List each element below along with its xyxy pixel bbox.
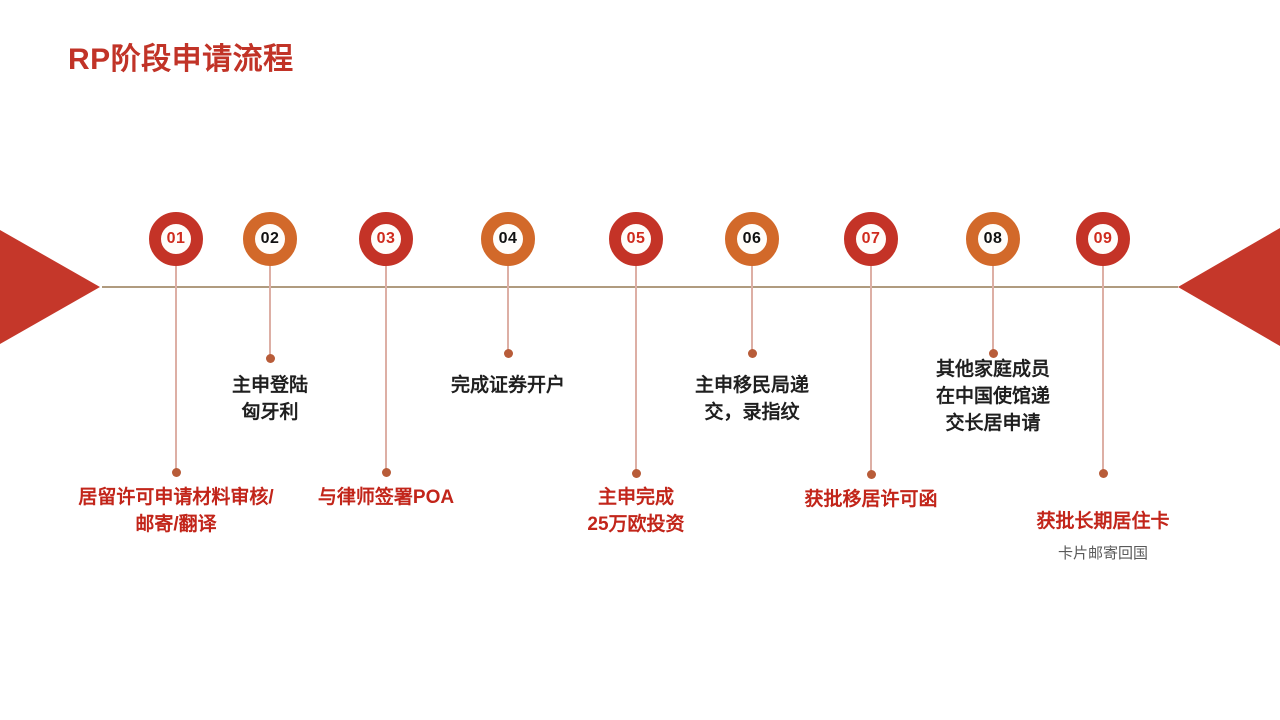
connector-line: [175, 266, 177, 472]
timeline-axis: [102, 286, 1178, 288]
step-label: 主申完成 25万欧投资: [587, 487, 685, 535]
connector-dot-icon: [1098, 468, 1108, 478]
connector-dot-icon: [988, 348, 998, 358]
step-label: 与律师签署POA: [317, 487, 455, 508]
connector-line: [1102, 266, 1104, 473]
step-label: 获批长期居住卡: [1036, 511, 1170, 532]
connector-dot-icon: [171, 467, 181, 477]
step-number: 06: [742, 230, 762, 247]
step-label: 完成证券开户: [450, 375, 565, 396]
connector-dot-icon: [747, 348, 757, 358]
step-number: 01: [166, 230, 186, 247]
page-title: RP阶段申请流程: [68, 43, 294, 76]
connector-line: [385, 266, 387, 472]
step-label: 其他家庭成员 在中国使馆递 交长居申请: [935, 359, 1050, 434]
step-label: 主申移民局递 交，录指纹: [694, 375, 809, 423]
connector-dot-icon: [381, 467, 391, 477]
step-label: 居留许可申请材料审核/ 邮寄/翻译: [78, 487, 274, 535]
step-label: 获批移居许可函: [804, 489, 938, 510]
connector-line: [992, 266, 994, 353]
connector-line: [870, 266, 872, 474]
step-number: 04: [498, 230, 518, 247]
step-number: 03: [376, 230, 396, 247]
step-number: 02: [260, 230, 280, 247]
connector-dot-icon: [866, 469, 876, 479]
timeline-arrow-right-icon: [1178, 228, 1280, 346]
step-badge: 06: [725, 212, 779, 266]
step-number: 08: [983, 230, 1003, 247]
step-badge: 04: [481, 212, 535, 266]
connector-line: [751, 266, 753, 353]
step-number: 09: [1093, 230, 1113, 247]
step-badge: 05: [609, 212, 663, 266]
connector-line: [269, 266, 271, 358]
timeline-arrow-left-icon: [0, 230, 100, 344]
step-badge: 08: [966, 212, 1020, 266]
connector-line: [635, 266, 637, 473]
step-number: 05: [626, 230, 646, 247]
step-sublabel: 卡片邮寄回国: [1057, 545, 1148, 562]
step-badge: 02: [243, 212, 297, 266]
connector-dot-icon: [503, 348, 513, 358]
step-number: 07: [861, 230, 881, 247]
step-badge: 07: [844, 212, 898, 266]
connector-line: [507, 266, 509, 353]
step-badge: 09: [1076, 212, 1130, 266]
step-label: 主申登陆 匈牙利: [231, 375, 308, 423]
connector-dot-icon: [631, 468, 641, 478]
step-badge: 03: [359, 212, 413, 266]
step-badge: 01: [149, 212, 203, 266]
connector-dot-icon: [265, 353, 275, 363]
